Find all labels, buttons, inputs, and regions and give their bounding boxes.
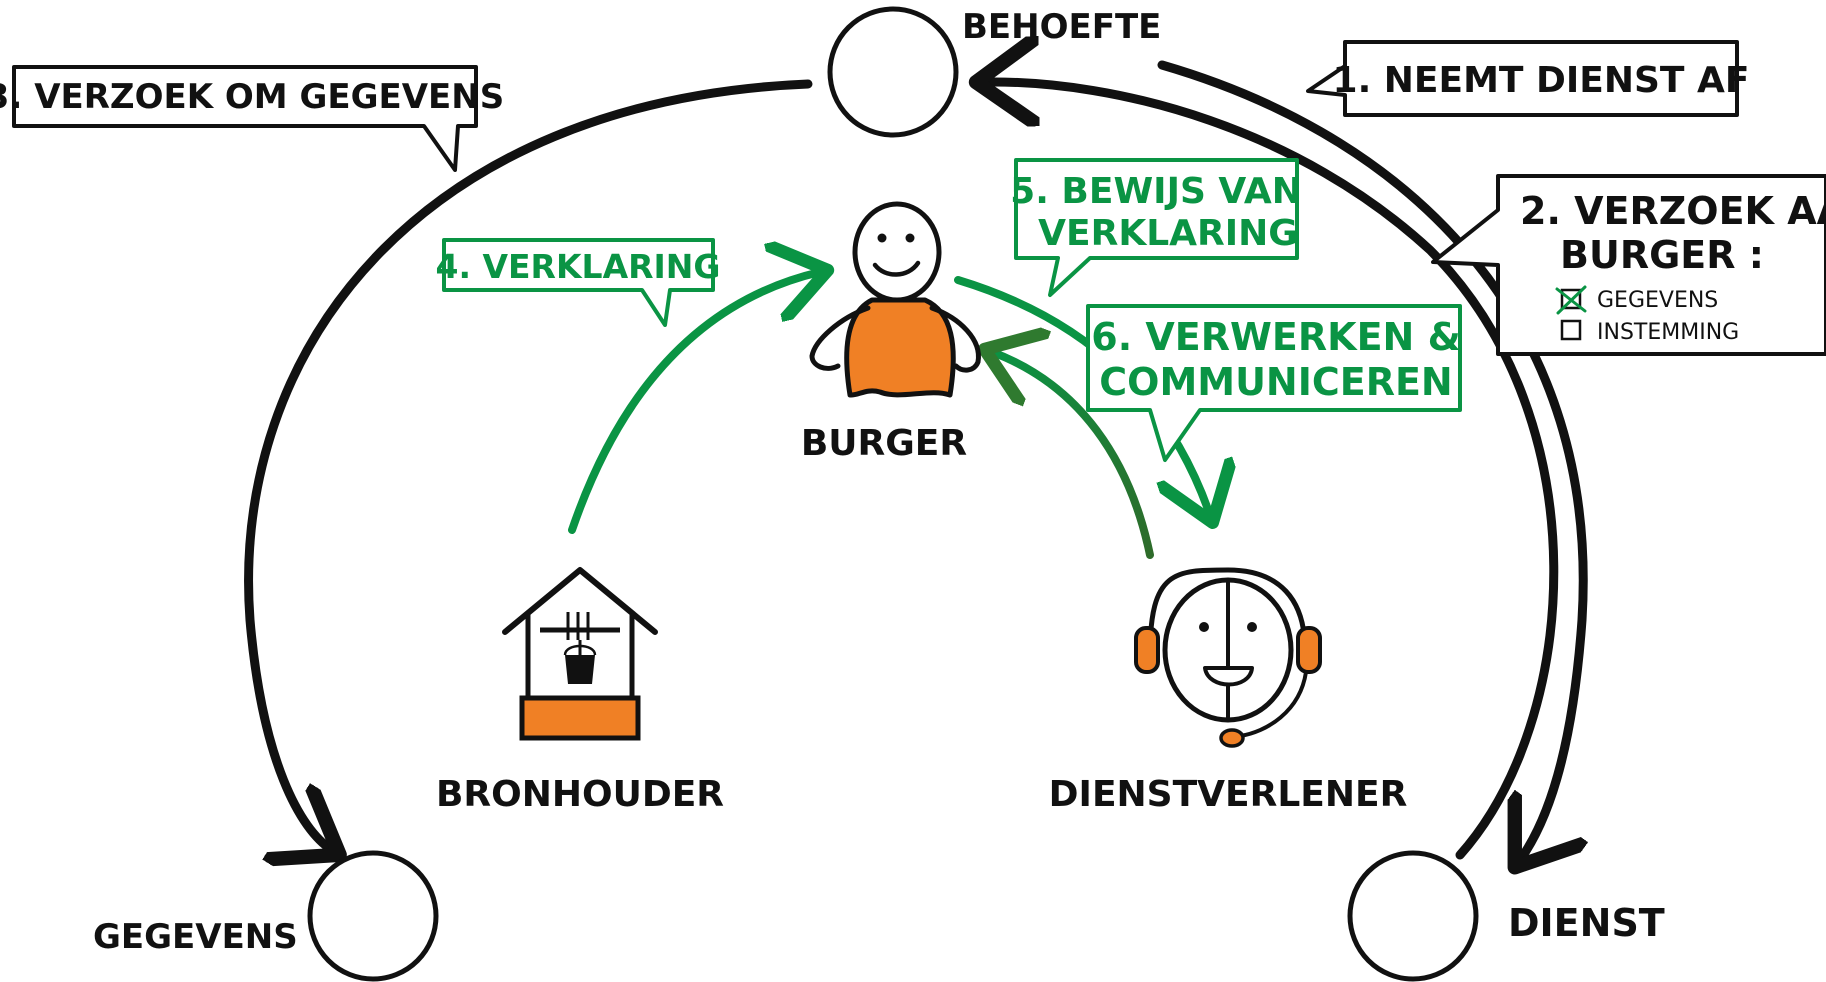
arc-behoefte-to-dienst [1157,60,1583,860]
step4-label: 4. VERKLARING [435,247,720,286]
step2-label-line2: BURGER : [1560,233,1764,277]
behoefte-label: BEHOEFTE [962,7,1161,47]
instemming-checkbox [1560,319,1582,341]
headset-person-icon [1134,567,1322,748]
step1-label: 1. NEEMT DIENST AF [1333,60,1750,101]
arc-dienstverlener-to-behoefte [985,82,1559,860]
step5-label-line1: 5. BEWIJS VAN [1010,171,1302,212]
burger-label: BURGER [801,423,967,464]
step2-option-gegevens: GEGEVENS [1597,288,1718,313]
step4-bubble: 4. VERKLARING [435,238,721,327]
arrow-bronhouder-to-burger [568,272,820,534]
bronhouder-label: BRONHOUDER [436,774,724,815]
step3-label: 3. VERZOEK OM GEGEVENS [0,77,504,117]
step6-label-line1: 6. VERWERKEN & [1091,315,1460,359]
step6-bubble: 6. VERWERKEN & COMMUNICEREN [1086,304,1462,462]
dienstverlener-label: DIENSTVERLENER [1049,774,1408,815]
step2-bubble: 2. VERZOEK AAN BURGER : GEGEVENS INSTEMM… [1431,174,1826,356]
step5-label-line2: VERKLARING [1038,213,1298,254]
arrow-dienstverlener-to-burger [992,352,1154,559]
gegevens-node [307,850,439,982]
well-icon [502,567,658,741]
dienst-node [1347,850,1479,982]
step5-bubble: 5. BEWIJS VAN VERKLARING [1010,158,1302,297]
behoefte-node [827,6,959,138]
burger-person-icon [809,201,981,398]
arc-behoefte-to-gegevens [244,79,813,850]
step1-bubble: 1. NEEMT DIENST AF [1306,40,1750,117]
step2-option-instemming: INSTEMMING [1597,320,1739,345]
gegevens-check-mark [1555,285,1587,315]
step6-label-line2: COMMUNICEREN [1099,360,1453,404]
step2-label-line1: 2. VERZOEK AAN [1520,189,1826,233]
dienst-label: DIENST [1508,901,1665,945]
gegevens-label: GEGEVENS [93,917,298,957]
step3-bubble: 3. VERZOEK OM GEGEVENS [0,65,504,172]
